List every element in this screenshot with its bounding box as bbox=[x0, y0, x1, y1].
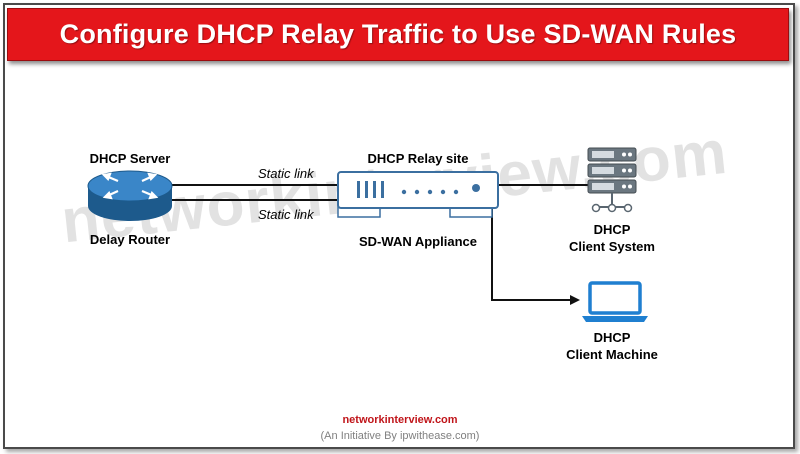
client-system-label-line1: DHCP bbox=[593, 222, 631, 237]
arrow-head-icon bbox=[570, 295, 580, 305]
router-icon bbox=[87, 170, 173, 221]
diagram-frame bbox=[3, 3, 795, 449]
client-system-label-line2: Client System bbox=[569, 239, 655, 254]
footer-subtitle: (An Initiative By ipwithease.com) bbox=[320, 430, 480, 442]
laptop-icon bbox=[582, 281, 648, 322]
sdwan-appliance-label: SD-WAN Appliance bbox=[359, 234, 477, 249]
static-link-label-2: Static link bbox=[258, 207, 314, 222]
delay-router-label: Delay Router bbox=[89, 232, 171, 247]
dhcp-server-label: DHCP Server bbox=[89, 151, 171, 166]
dhcp-relay-site-label: DHCP Relay site bbox=[367, 151, 469, 166]
title-banner: Configure DHCP Relay Traffic to Use SD-W… bbox=[7, 8, 789, 61]
footer-site-link[interactable]: networkinterview.com bbox=[342, 414, 458, 426]
relay-to-laptop-line bbox=[491, 202, 578, 301]
page-title: Configure DHCP Relay Traffic to Use SD-W… bbox=[59, 19, 737, 49]
sdwan-appliance-icon bbox=[337, 171, 499, 218]
client-machine-label-line1: DHCP bbox=[593, 330, 631, 345]
client-machine-label-line2: Client Machine bbox=[566, 347, 658, 362]
server-stack-icon bbox=[587, 147, 637, 213]
static-link-label-1: Static link bbox=[258, 166, 314, 181]
